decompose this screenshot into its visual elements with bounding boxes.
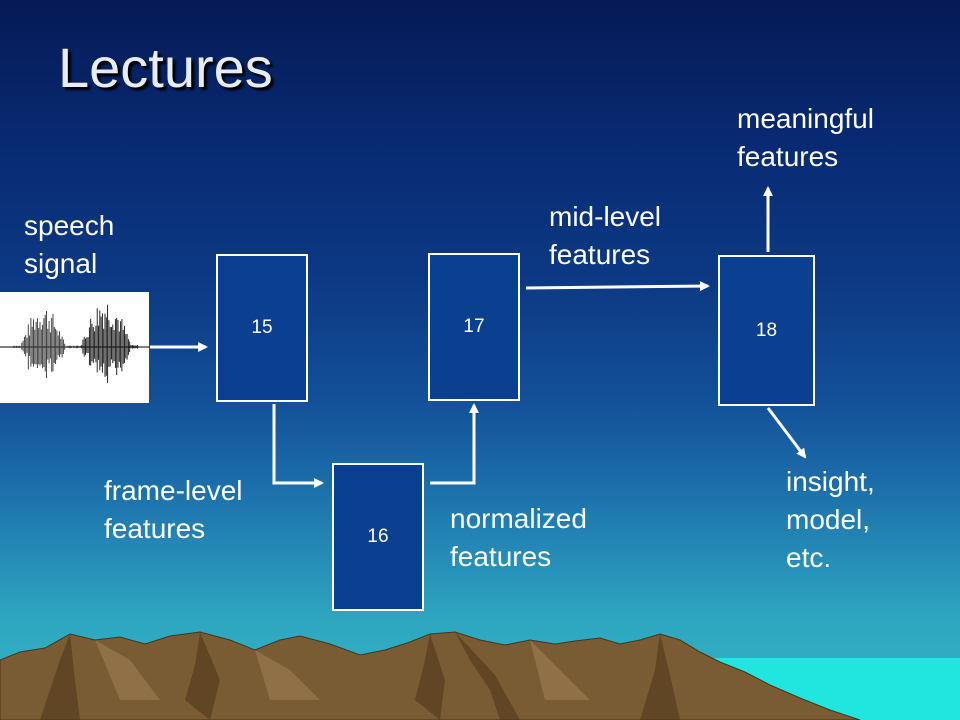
label-line: signal bbox=[24, 248, 98, 279]
label-speech-signal: speech signal bbox=[24, 207, 114, 283]
slide-title: Lectures bbox=[58, 36, 273, 99]
box-lecture-16: 16 bbox=[332, 463, 424, 611]
arrow-18-to-insight bbox=[766, 407, 807, 459]
label-line: normalized bbox=[450, 503, 587, 534]
label-line: features bbox=[450, 541, 552, 572]
arrow-15-to-16 bbox=[272, 404, 324, 488]
arrow-16-to-17 bbox=[430, 403, 479, 485]
label-meaningful-features: meaningful features bbox=[737, 100, 874, 176]
label-mid-level-features: mid-level features bbox=[549, 198, 661, 274]
mountain-highlight bbox=[95, 640, 590, 700]
label-line: insight, bbox=[786, 466, 875, 497]
label-line: model, bbox=[786, 504, 871, 535]
label-line: mid-level bbox=[549, 201, 662, 232]
label-line: speech bbox=[24, 210, 115, 241]
label-line: features bbox=[737, 141, 839, 172]
label-frame-level-features: frame-level features bbox=[104, 472, 242, 548]
label-line: features bbox=[104, 513, 206, 544]
mountain-ridge-shadow bbox=[40, 632, 680, 720]
box-lecture-17: 17 bbox=[428, 253, 520, 401]
speech-waveform bbox=[0, 292, 149, 403]
arrow-17-to-18 bbox=[525, 281, 710, 292]
box-lecture-15: 15 bbox=[216, 254, 308, 402]
label-normalized-features: normalized features bbox=[450, 500, 587, 576]
label-line: frame-level bbox=[104, 475, 243, 506]
label-line: etc. bbox=[786, 542, 832, 573]
label-insight-model-etc: insight, model, etc. bbox=[786, 463, 875, 577]
label-line: features bbox=[549, 239, 651, 270]
box-lecture-18: 18 bbox=[718, 255, 815, 406]
label-line: meaningful bbox=[737, 103, 874, 134]
